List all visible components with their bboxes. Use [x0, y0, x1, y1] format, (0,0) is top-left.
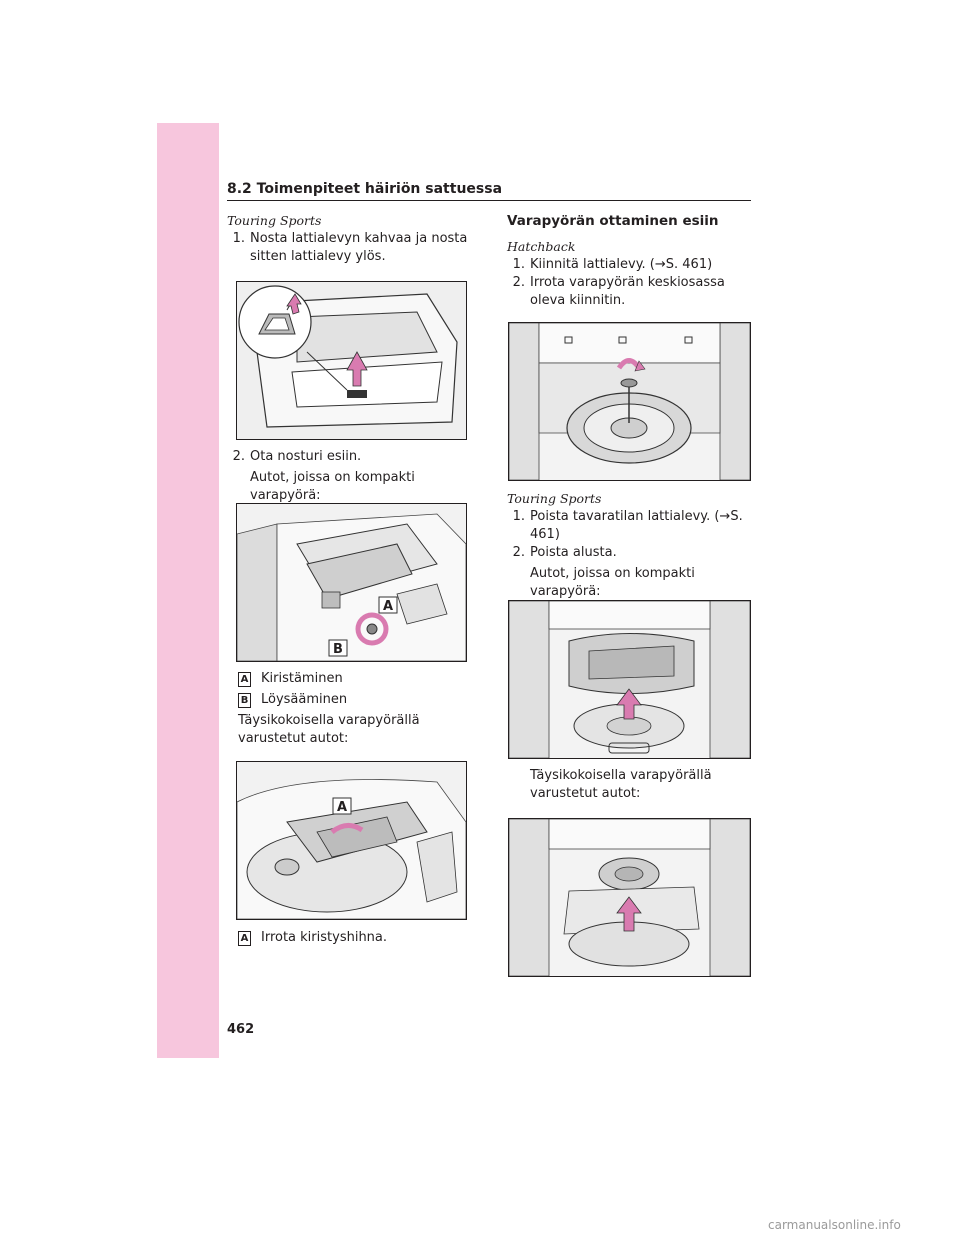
variant-touring-sports: Touring Sports [227, 213, 322, 228]
watermark: carmanualsonline.info [768, 1218, 901, 1232]
callout-badge-a: A [238, 931, 251, 946]
note-full-spare: Täysikokoisella varapyörällä varustetut … [238, 713, 420, 746]
step-1: 1. Poista tavaratilan lattialevy. (→S. 4… [507, 508, 752, 544]
callout-text: Kiristäminen [261, 671, 343, 686]
step-number: 1. [512, 257, 525, 272]
figure-spare-wheel-hatchback [508, 322, 751, 481]
step-text: Poista alusta. [530, 545, 617, 560]
note-compact-spare: Autot, joissa on kompakti varapyörä: [250, 470, 415, 503]
note-full-spare-left: Täysikokoisella varapyörällä varustetut … [238, 712, 463, 748]
variant-hatchback: Hatchback [507, 239, 576, 254]
callout-a-remove-strap: A Irrota kiristyshihna. [238, 929, 387, 947]
note-compact-spare: Autot, joissa on kompakti varapyörä: [530, 566, 695, 599]
callout-badge-a: A [238, 672, 251, 687]
page-number: 462 [227, 1022, 255, 1037]
right-column-touring: Touring Sports 1. Poista tavaratilan lat… [507, 490, 752, 601]
step-text: Kiinnitä lattialevy. (→S. 461) [530, 257, 713, 272]
fig-label-a: A [383, 599, 393, 614]
callout-text: Irrota kiristyshihna. [261, 930, 388, 945]
left-column-step2: 2. Ota nosturi esiin. Autot, joissa on k… [227, 448, 472, 505]
figure-floor-board-lift [236, 281, 467, 440]
step-text: Nosta lattialevyn kahvaa ja nosta sitten… [250, 231, 468, 264]
step-2: 2. Ota nosturi esiin. [227, 448, 472, 466]
step-1: 1. Nosta lattialevyn kahvaa ja nosta sit… [227, 230, 472, 266]
figure-jack-full-size: A [236, 761, 467, 920]
step-text: Poista tavaratilan lattialevy. (→S. 461) [530, 509, 743, 542]
step-2: 2. Irrota varapyörän keskiosassa oleva k… [507, 274, 752, 310]
step-text: Ota nosturi esiin. [250, 449, 362, 464]
fig-label-a: A [337, 800, 347, 815]
right-column: Varapyörän ottaminen esiin Hatchback 1. … [507, 212, 752, 310]
callout-a-tighten: A Kiristäminen [238, 670, 343, 688]
step-number: 1. [512, 509, 525, 524]
step-number: 2. [512, 545, 525, 560]
note-full-spare-right: Täysikokoisella varapyörällä varustetut … [530, 767, 752, 803]
section-header: 8.2 Toimenpiteet häiriön sattuessa [227, 181, 503, 197]
left-column: Touring Sports 1. Nosta lattialevyn kahv… [227, 212, 472, 266]
figure-jack-compact: A B [236, 503, 467, 662]
step-number: 2. [232, 449, 245, 464]
section-heading: Varapyörän ottaminen esiin [507, 213, 719, 229]
header-rule [227, 200, 751, 201]
step-number: 1. [232, 231, 245, 246]
spare-wheel-illustration [509, 323, 750, 480]
note-full-spare: Täysikokoisella varapyörällä varustetut … [530, 768, 712, 801]
step-number: 2. [512, 275, 525, 290]
fig-label-b: B [333, 642, 343, 657]
trunk-illustration [237, 282, 466, 439]
step-2: 2. Poista alusta. [507, 544, 752, 562]
jack-full-illustration: A [237, 762, 466, 919]
callout-text: Löysääminen [261, 692, 348, 707]
margin-band [157, 123, 219, 1058]
tray-full-illustration [509, 819, 750, 976]
figure-tray-full-spare [508, 818, 751, 977]
tray-illustration [509, 601, 750, 758]
callout-badge-b: B [238, 693, 251, 708]
step-text: Irrota varapyörän keskiosassa oleva kiin… [530, 275, 725, 308]
callout-b-loosen: B Löysääminen [238, 691, 347, 709]
figure-tray-compact-spare [508, 600, 751, 759]
jack-illustration: A B [237, 504, 466, 661]
step-1: 1. Kiinnitä lattialevy. (→S. 461) [507, 256, 752, 274]
variant-touring-sports: Touring Sports [507, 491, 602, 506]
